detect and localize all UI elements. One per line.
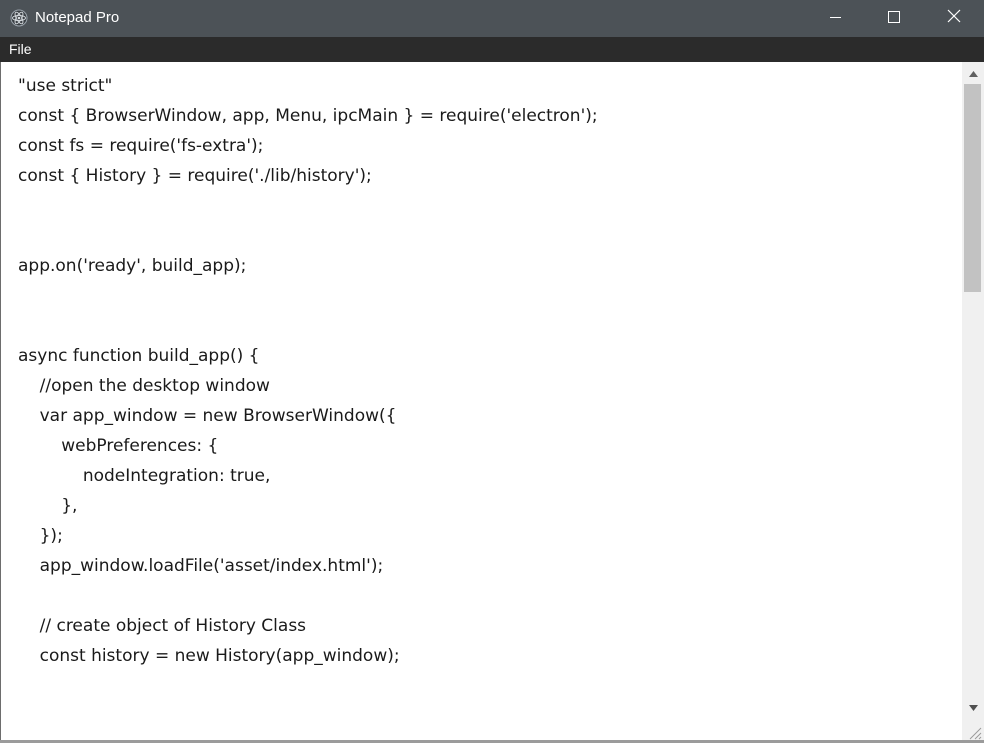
- code-line: const { BrowserWindow, app, Menu, ipcMai…: [18, 106, 598, 126]
- code-line: const fs = require('fs-extra');: [18, 136, 264, 156]
- close-icon: [947, 9, 961, 28]
- maximize-icon: [888, 10, 900, 28]
- code-line: "use strict": [18, 76, 113, 96]
- code-line: //open the desktop window: [18, 376, 270, 396]
- code-line: },: [18, 496, 78, 516]
- code-line: // create object of History Class: [18, 616, 307, 636]
- code-line: const history = new History(app_window);: [18, 646, 400, 666]
- scroll-thumb[interactable]: [964, 84, 981, 292]
- code-line: const { History } = require('./lib/histo…: [18, 166, 372, 186]
- code-line: });: [18, 526, 63, 546]
- code-editor[interactable]: "use strict" const { BrowserWindow, app,…: [0, 62, 962, 740]
- menu-bar: File: [0, 37, 984, 62]
- scroll-up-button[interactable]: [962, 66, 984, 80]
- maximize-button[interactable]: [865, 0, 923, 37]
- code-line: webPreferences: {: [18, 436, 219, 456]
- code-line: nodeIntegration: true,: [18, 466, 271, 486]
- code-line: async function build_app() {: [18, 346, 260, 366]
- window-bottom-border: [0, 740, 984, 743]
- scroll-down-button[interactable]: [962, 700, 984, 714]
- resize-grip-icon[interactable]: [966, 724, 982, 740]
- title-bar[interactable]: Notepad Pro: [0, 0, 984, 37]
- vertical-scrollbar[interactable]: [962, 62, 984, 740]
- code-line: app_window.loadFile('asset/index.html');: [18, 556, 384, 576]
- close-button[interactable]: [924, 0, 984, 37]
- electron-app-icon: [10, 9, 28, 27]
- minimize-icon: [830, 10, 842, 28]
- arrow-down-icon: [968, 698, 978, 716]
- window-title: Notepad Pro: [35, 9, 120, 26]
- code-line: app.on('ready', build_app);: [18, 256, 247, 276]
- menu-item-file[interactable]: File: [9, 41, 32, 57]
- arrow-up-icon: [968, 64, 978, 82]
- minimize-button[interactable]: [807, 0, 865, 37]
- code-line: var app_window = new BrowserWindow({: [18, 406, 397, 426]
